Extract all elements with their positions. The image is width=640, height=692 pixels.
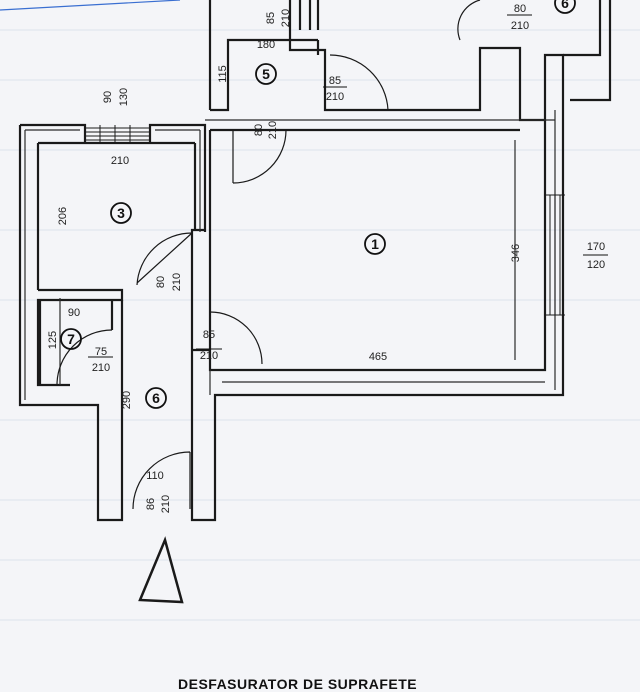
room-1-walls bbox=[208, 120, 547, 372]
room-5-circle bbox=[255, 63, 277, 85]
entry-door-w-label: 86 bbox=[145, 498, 157, 510]
door-room-7 bbox=[56, 329, 113, 386]
corridor-walls bbox=[120, 0, 565, 522]
door-room-1 bbox=[209, 311, 263, 365]
room-6-top-number: 6 bbox=[561, 0, 569, 11]
r7-height-label: 125 bbox=[47, 331, 59, 349]
door-room-3 bbox=[136, 232, 193, 286]
room-3-window bbox=[85, 125, 150, 143]
room-6-number: 6 bbox=[152, 390, 160, 406]
corridor-inner-wall bbox=[190, 228, 210, 352]
r5-door-w-label: 85 bbox=[329, 75, 341, 87]
r6-height-label: 290 bbox=[121, 391, 133, 409]
door-top-right bbox=[457, 0, 481, 41]
window-w-label: 170 bbox=[587, 241, 605, 253]
r3-window-h-label: 130 bbox=[118, 88, 130, 106]
r3-width-label: 210 bbox=[111, 155, 129, 167]
left-door-w-label: 80 bbox=[253, 124, 265, 136]
r1-door-h-label: 210 bbox=[200, 350, 218, 362]
entry-width-label: 110 bbox=[146, 470, 164, 482]
r3-door-w-label: 80 bbox=[155, 276, 167, 288]
room-3-circle bbox=[110, 202, 132, 224]
r5-height-label: 115 bbox=[217, 65, 229, 83]
top-door-h-label: 210 bbox=[280, 9, 292, 27]
room-3-walls bbox=[18, 123, 207, 522]
dimension-labels: 210 206 90 130 180 115 85 210 85 210 80 … bbox=[47, 3, 605, 513]
door-room-5-left bbox=[232, 129, 287, 184]
r1-door-w-label: 85 bbox=[203, 329, 215, 341]
r7-door-h-label: 210 bbox=[92, 362, 110, 374]
r3-height-label: 206 bbox=[57, 207, 69, 225]
room-1-circle bbox=[364, 233, 386, 255]
room-6-top-circle bbox=[554, 0, 576, 14]
r3-door-h-label: 210 bbox=[171, 273, 183, 291]
room-7-number: 7 bbox=[67, 331, 75, 347]
entry-door-h-label: 210 bbox=[160, 495, 172, 513]
door-room-5 bbox=[329, 54, 389, 111]
r7-door-w-label: 75 bbox=[95, 346, 107, 358]
blue-pen-line bbox=[0, 0, 181, 11]
room-3-number: 3 bbox=[117, 205, 125, 221]
north-arrow-icon bbox=[138, 536, 184, 604]
room-numbers: 1 3 5 6 6 7 bbox=[67, 0, 569, 406]
top-right-door-h-label: 210 bbox=[511, 20, 529, 32]
fraction-bars bbox=[88, 14, 608, 358]
r5-door-h-label: 210 bbox=[326, 91, 344, 103]
top-right-door-w-label: 80 bbox=[514, 3, 526, 15]
top-stair-lines bbox=[298, 0, 320, 30]
room-6-circle bbox=[145, 387, 167, 409]
r1-height-label: 346 bbox=[510, 244, 522, 262]
window-h-label: 120 bbox=[587, 259, 605, 271]
room-7-circle bbox=[60, 328, 82, 350]
r1-width-label: 465 bbox=[369, 351, 387, 363]
r7-width-label: 90 bbox=[68, 307, 80, 319]
left-door-h-label: 210 bbox=[267, 121, 279, 139]
room-5-walls bbox=[210, 38, 320, 112]
r5-width-label: 180 bbox=[257, 39, 275, 51]
room-5-number: 5 bbox=[262, 66, 270, 82]
top-right-walls bbox=[563, 0, 612, 102]
room-1-number: 1 bbox=[371, 236, 379, 252]
room-markers bbox=[60, 0, 576, 409]
plan-caption: DESFASURATOR DE SUPRAFETE bbox=[178, 676, 418, 692]
r3-window-w-label: 90 bbox=[102, 91, 114, 103]
room-1-window bbox=[544, 194, 565, 316]
door-entry bbox=[132, 451, 191, 510]
top-door-w-label: 85 bbox=[265, 12, 277, 24]
door-swings bbox=[56, 0, 481, 510]
